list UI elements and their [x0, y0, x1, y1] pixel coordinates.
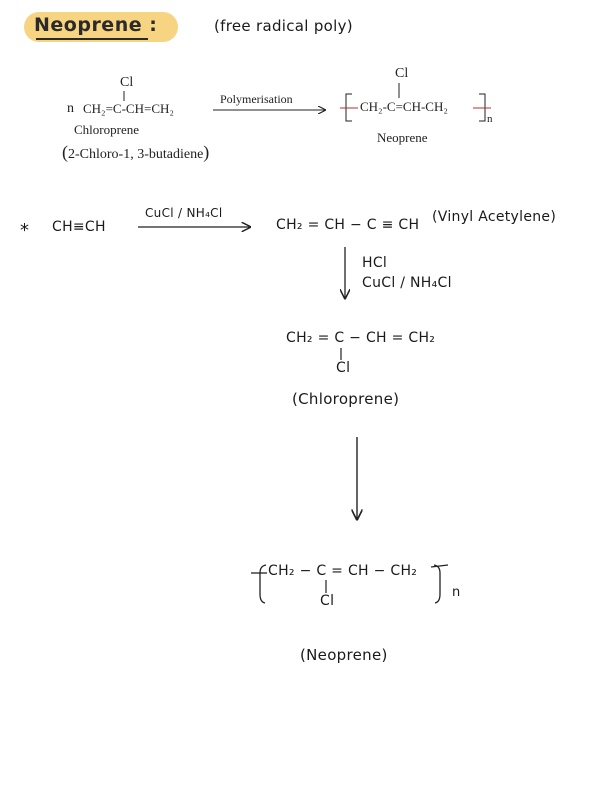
chloroprene-formula: CH₂ = C − CH = CH₂: [286, 330, 436, 346]
polymer-right-bracket: [479, 93, 486, 122]
chloroprene-cl-label: Cl: [336, 360, 351, 376]
neoprene-left-bracket: [259, 564, 267, 604]
polymer-formula: CH₂-C=CH-CH₂: [360, 99, 448, 114]
step2-reagent-hcl: HCl: [362, 255, 388, 271]
step2-reagent-cucl: CuCl / NH₄Cl: [362, 275, 452, 291]
polymer-left-bracket: [345, 93, 352, 122]
neoprene-subscript-n: n: [452, 585, 461, 600]
vinyl-acetylene-name: (Vinyl Acetylene): [432, 209, 557, 225]
polymerisation-label: Polymerisation: [220, 92, 293, 106]
monomer-name: Chloroprene: [74, 122, 139, 137]
polymer-cl-label: Cl: [395, 66, 409, 81]
neoprene-formula: CH₂ − C = CH − CH₂: [268, 563, 418, 579]
polymer-subscript-n: n: [487, 113, 493, 125]
monomer-coefficient: n: [67, 101, 74, 116]
polymer-name: Neoprene: [377, 130, 428, 145]
bullet-star: *: [20, 220, 30, 241]
title-underline: [36, 38, 148, 40]
page-subtitle: (free radical poly): [214, 17, 353, 35]
neoprene-name: (Neoprene): [300, 646, 388, 664]
page-title: Neoprene :: [34, 14, 158, 36]
neoprene-right-bracket: [433, 564, 441, 604]
neoprene-cl-label: Cl: [320, 593, 335, 609]
monomer-iupac-name: (2-Chloro-1, 3-butadiene): [62, 142, 210, 162]
vinyl-acetylene-formula: CH₂ = CH − C ≡ CH: [276, 217, 420, 233]
chloroprene-name: (Chloroprene): [292, 390, 400, 408]
monomer-cl-label: Cl: [120, 75, 134, 90]
step1-reagent: CuCl / NH₄Cl: [145, 206, 223, 220]
acetylene-formula: CH≡CH: [52, 219, 106, 235]
title-highlight: [24, 12, 178, 42]
neoprene-right-extension: [430, 564, 449, 568]
monomer-formula: CH₂=C-CH=CH₂: [83, 101, 174, 116]
